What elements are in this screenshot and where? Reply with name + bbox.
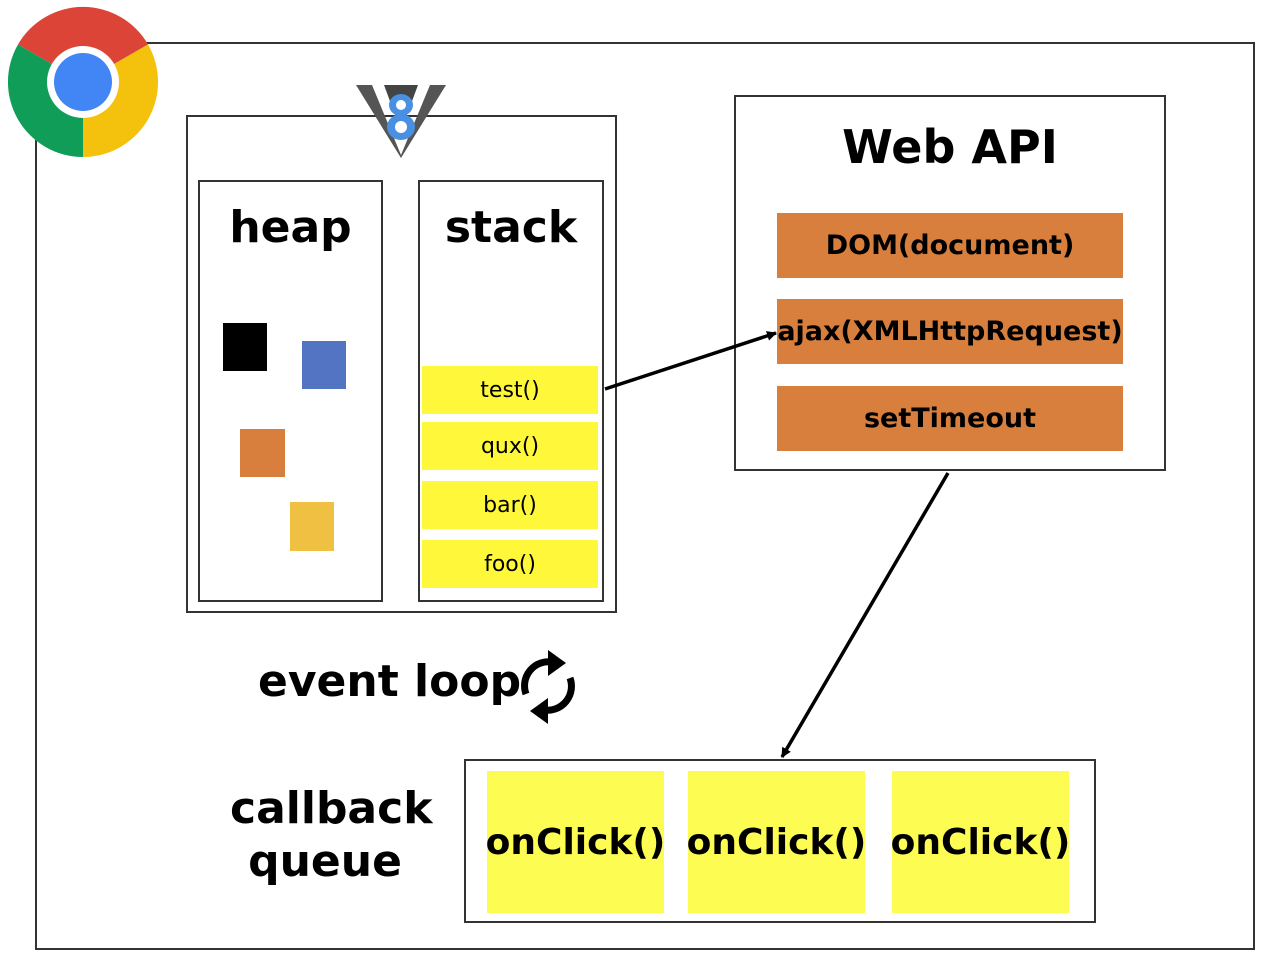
heap-object <box>290 502 334 551</box>
web-api-item: setTimeout <box>777 386 1123 451</box>
browser-frame <box>35 42 1255 950</box>
stack-frame: qux() <box>422 422 598 470</box>
event-loop-label: event loop <box>258 656 522 707</box>
callback-queue-label: callback queue <box>230 783 433 887</box>
web-api-item: ajax(XMLHttpRequest) <box>777 299 1123 364</box>
heap-object <box>223 323 267 371</box>
refresh-cycle-icon <box>521 650 575 724</box>
stack-title: stack <box>444 202 578 253</box>
stack-frame: foo() <box>422 540 598 588</box>
webapi-to-queue-arrow <box>780 472 950 758</box>
stack-to-webapi-arrow <box>604 331 777 391</box>
callback-queue-item: onClick() <box>486 771 665 913</box>
chrome-logo-icon <box>7 6 159 158</box>
stack-frame: test() <box>422 366 598 414</box>
stack-frame: bar() <box>422 481 598 529</box>
web-api-item: DOM(document) <box>777 213 1123 278</box>
heap-title: heap <box>229 202 352 253</box>
web-api-title: Web API <box>842 120 1058 174</box>
callback-queue-item: onClick() <box>687 771 866 913</box>
heap-object <box>302 341 346 389</box>
v8-logo-icon <box>356 85 446 158</box>
heap-object <box>240 429 285 477</box>
callback-queue-item: onClick() <box>891 771 1070 913</box>
